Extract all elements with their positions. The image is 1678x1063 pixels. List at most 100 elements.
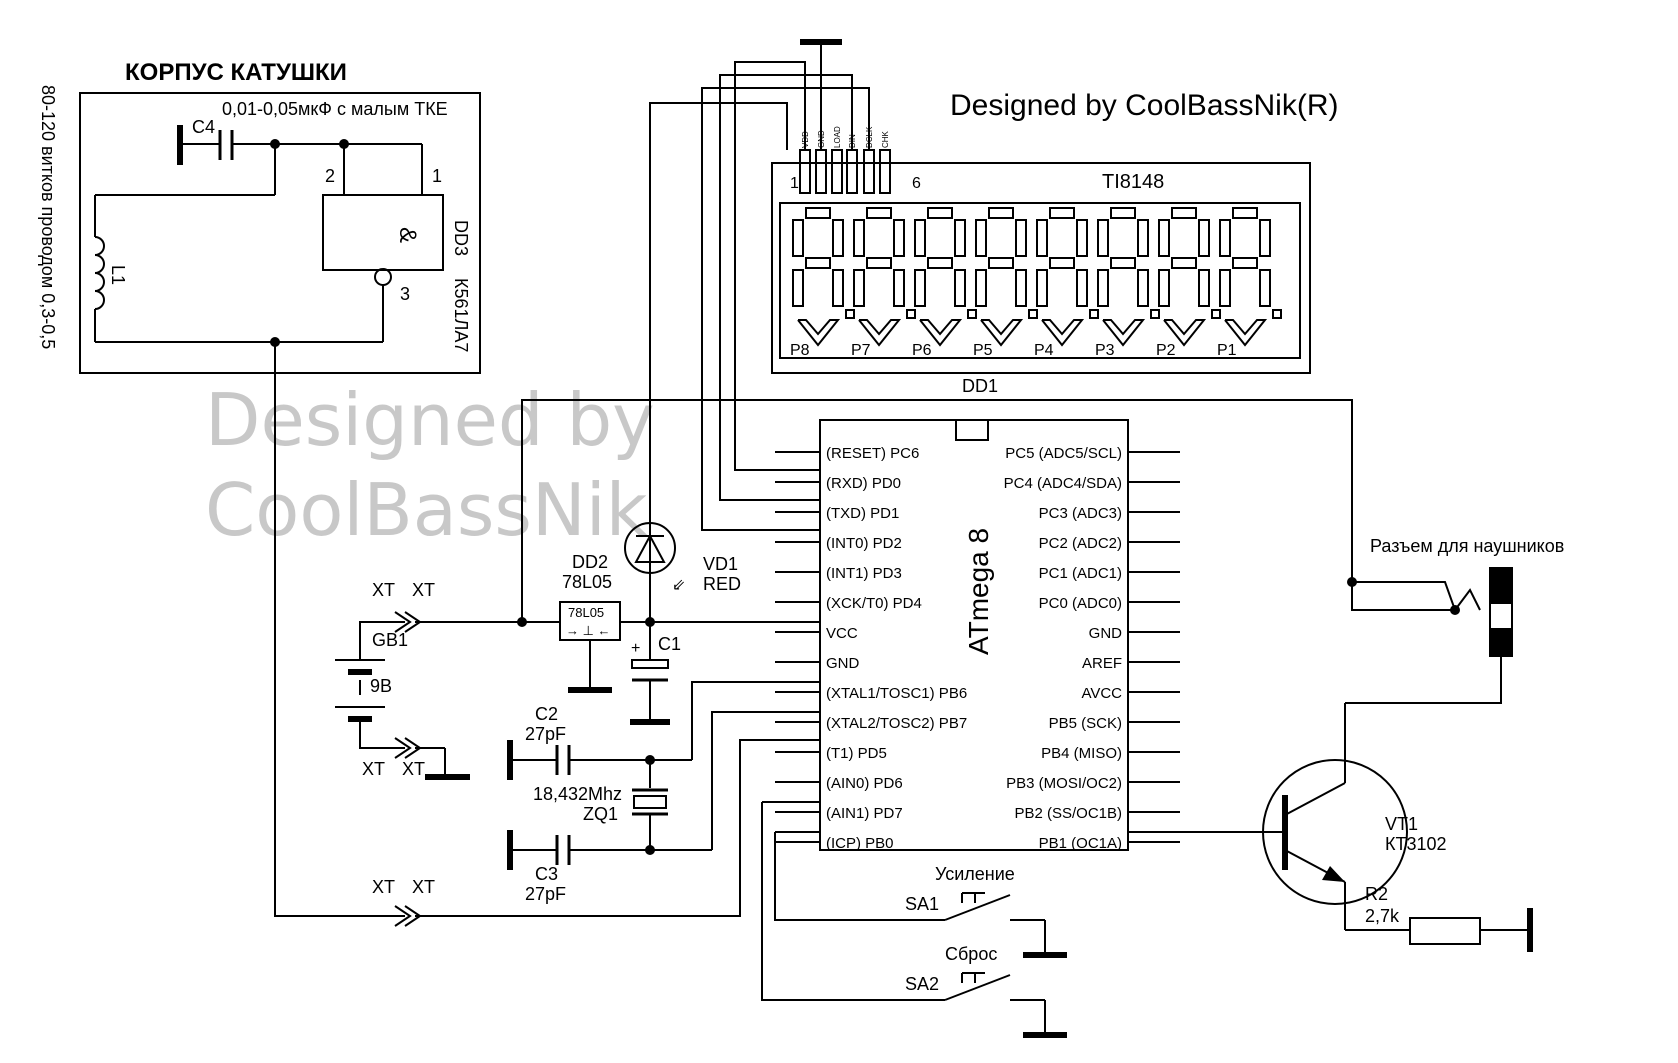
mcu-pin-left: VCC (826, 625, 858, 642)
mcu-pin-right: PC5 (ADC5/SCL) (1005, 445, 1122, 462)
mcu-pin-right: PC3 (ADC3) (1039, 505, 1122, 522)
mcu-pin-left: (RXD) PD0 (826, 475, 901, 492)
headphones-label: Разъем для наушников (1370, 536, 1564, 556)
vt1-type: КТ3102 (1385, 834, 1447, 854)
sa2-ref: SA2 (905, 974, 939, 994)
crystal-zq1: C2 27pF 18,432Mhz ZQ1 C3 27pF (507, 704, 712, 904)
gb1-ref: GB1 (372, 630, 408, 650)
mcu-pin-right: PB3 (MOSI/OC2) (1006, 775, 1122, 792)
dd3-gate (322, 194, 444, 271)
vt1-ref: VT1 (1385, 814, 1418, 834)
mcu-notch (955, 419, 989, 441)
display-digit-label: P8 (790, 342, 810, 359)
display-ref: DD1 (962, 376, 998, 396)
mcu-pin-right: PC4 (ADC4/SDA) (1004, 475, 1122, 492)
switch-sa2: Сброс SA2 (761, 802, 1067, 1038)
led-vd1: VD1 RED ⇙ (624, 522, 741, 622)
display-digit-label: P2 (1156, 342, 1176, 359)
dd3-pin-3: 3 (400, 284, 410, 304)
svg-text:⇙: ⇙ (672, 577, 685, 594)
sa1-function: Усиление (935, 864, 1015, 884)
c2-ref: C2 (535, 704, 558, 724)
display-digit-label: P4 (1034, 342, 1054, 359)
dd2-ref: DD2 (572, 552, 608, 572)
wire-vcc-top (521, 399, 1353, 622)
battery-gb1: XT XT GB1 9В XT XT (335, 580, 470, 780)
display-digit-label: P1 (1217, 342, 1237, 359)
dd3-pin-1: 1 (432, 166, 442, 186)
coil-housing: КОРПУС КАТУШКИ 0,01-0,05мкФ с малым ТКЕ … (38, 59, 481, 374)
mcu-pin-left: (XTAL2/TOSC2) PB7 (826, 715, 967, 732)
watermark-line-1: Designed by (205, 378, 655, 462)
mcu-pin-right: GND (1089, 625, 1123, 642)
mcu-pin-left: (XCK/T0) PD4 (826, 595, 922, 612)
vd1-color: RED (703, 574, 741, 594)
coil-housing-title: КОРПУС КАТУШКИ (125, 59, 347, 86)
mcu-pin-right: PB4 (MISO) (1041, 745, 1122, 762)
display-digit: P7 (851, 207, 916, 359)
l1-inductor (94, 236, 105, 310)
xt-3a: XT (372, 877, 395, 897)
zq1-ref: ZQ1 (583, 804, 618, 824)
coil-housing-frame (79, 92, 481, 374)
c1-ref: C1 (658, 634, 681, 654)
display-pin (815, 149, 827, 194)
c2-value: 27pF (525, 724, 566, 744)
dd2-type: 78L05 (562, 572, 612, 592)
mcu-pin-left: (INT0) PD2 (826, 535, 902, 552)
display-digit-label: P7 (851, 342, 871, 359)
mcu-pin-left: (TXD) PD1 (826, 505, 899, 522)
display-digit: P2 (1156, 207, 1221, 359)
display-digit-label: P6 (912, 342, 932, 359)
mcu-pin-left: GND (826, 655, 860, 672)
zq1-freq: 18,432Mhz (533, 784, 622, 804)
xt-2b: XT (402, 759, 425, 779)
winding-note: 80-120 витков проводом 0,3-0,5 (38, 85, 58, 349)
resistor-r2: R2 2,7k (1345, 884, 1533, 952)
mcu-pin-right: PB5 (SCK) (1049, 715, 1122, 732)
display-outline (771, 162, 1311, 374)
cap-c1: + C1 (630, 622, 681, 725)
wire-vdd (649, 102, 788, 622)
regulator-dd2: DD2 78L05 78L05 → ⊥ ← (559, 552, 621, 693)
c1-plus: + (631, 640, 640, 657)
display-pin-name: LOAD (833, 126, 842, 148)
display-pin-last: 6 (912, 175, 921, 192)
display-chip: TI8148 (1102, 171, 1164, 193)
display-pin (846, 149, 858, 194)
sa2-function: Сброс (945, 944, 997, 964)
dd3-name: DD3 (451, 220, 471, 256)
headphone-jack: Разъем для наушников (1345, 536, 1564, 704)
mcu-pin-right: PC0 (ADC0) (1039, 595, 1122, 612)
display-digit: P6 (912, 207, 977, 359)
xt-2a: XT (362, 759, 385, 779)
mcu-pin-right: PC1 (ADC1) (1039, 565, 1122, 582)
display-digit-label: P5 (973, 342, 993, 359)
display-digit: P4 (1034, 207, 1099, 359)
mcu-pin-left: (ICP) PB0 (826, 835, 894, 852)
xt-3b: XT (412, 877, 435, 897)
mcu-pin-left: (T1) PD5 (826, 745, 887, 762)
display-pin-first: 1 (790, 175, 799, 192)
dd3-symbol: & (394, 227, 421, 243)
transistor-vt1: VT1 КТ3102 (1128, 703, 1447, 930)
c4-label: C4 (192, 117, 215, 137)
l1-label: L1 (108, 265, 128, 285)
watermark-line-2: CoolBassNik (205, 468, 648, 552)
mcu-pin-right: PC2 (ADC2) (1039, 535, 1122, 552)
xt-1b: XT (412, 580, 435, 600)
sa1-ref: SA1 (905, 894, 939, 914)
c4-note: 0,01-0,05мкФ с малым ТКЕ (222, 99, 448, 119)
display-pin (879, 149, 891, 194)
designer-title: Designed by CoolBassNik(R) (950, 89, 1338, 122)
dd3-type: К561ЛА7 (451, 278, 471, 352)
mcu-pin-left: (AIN1) PD7 (826, 805, 903, 822)
mcu-pin-left: (RESET) PC6 (826, 445, 919, 462)
mcu-pin-right: AREF (1082, 655, 1122, 672)
mcu-atmega8: ATmega 8 (RESET) PC6(RXD) PD0(TXD) PD1(I… (775, 419, 1180, 852)
r2-value: 2,7k (1365, 906, 1400, 926)
c3-ref: C3 (535, 864, 558, 884)
svg-text:→ ⊥ ←: → ⊥ ← (566, 623, 611, 638)
